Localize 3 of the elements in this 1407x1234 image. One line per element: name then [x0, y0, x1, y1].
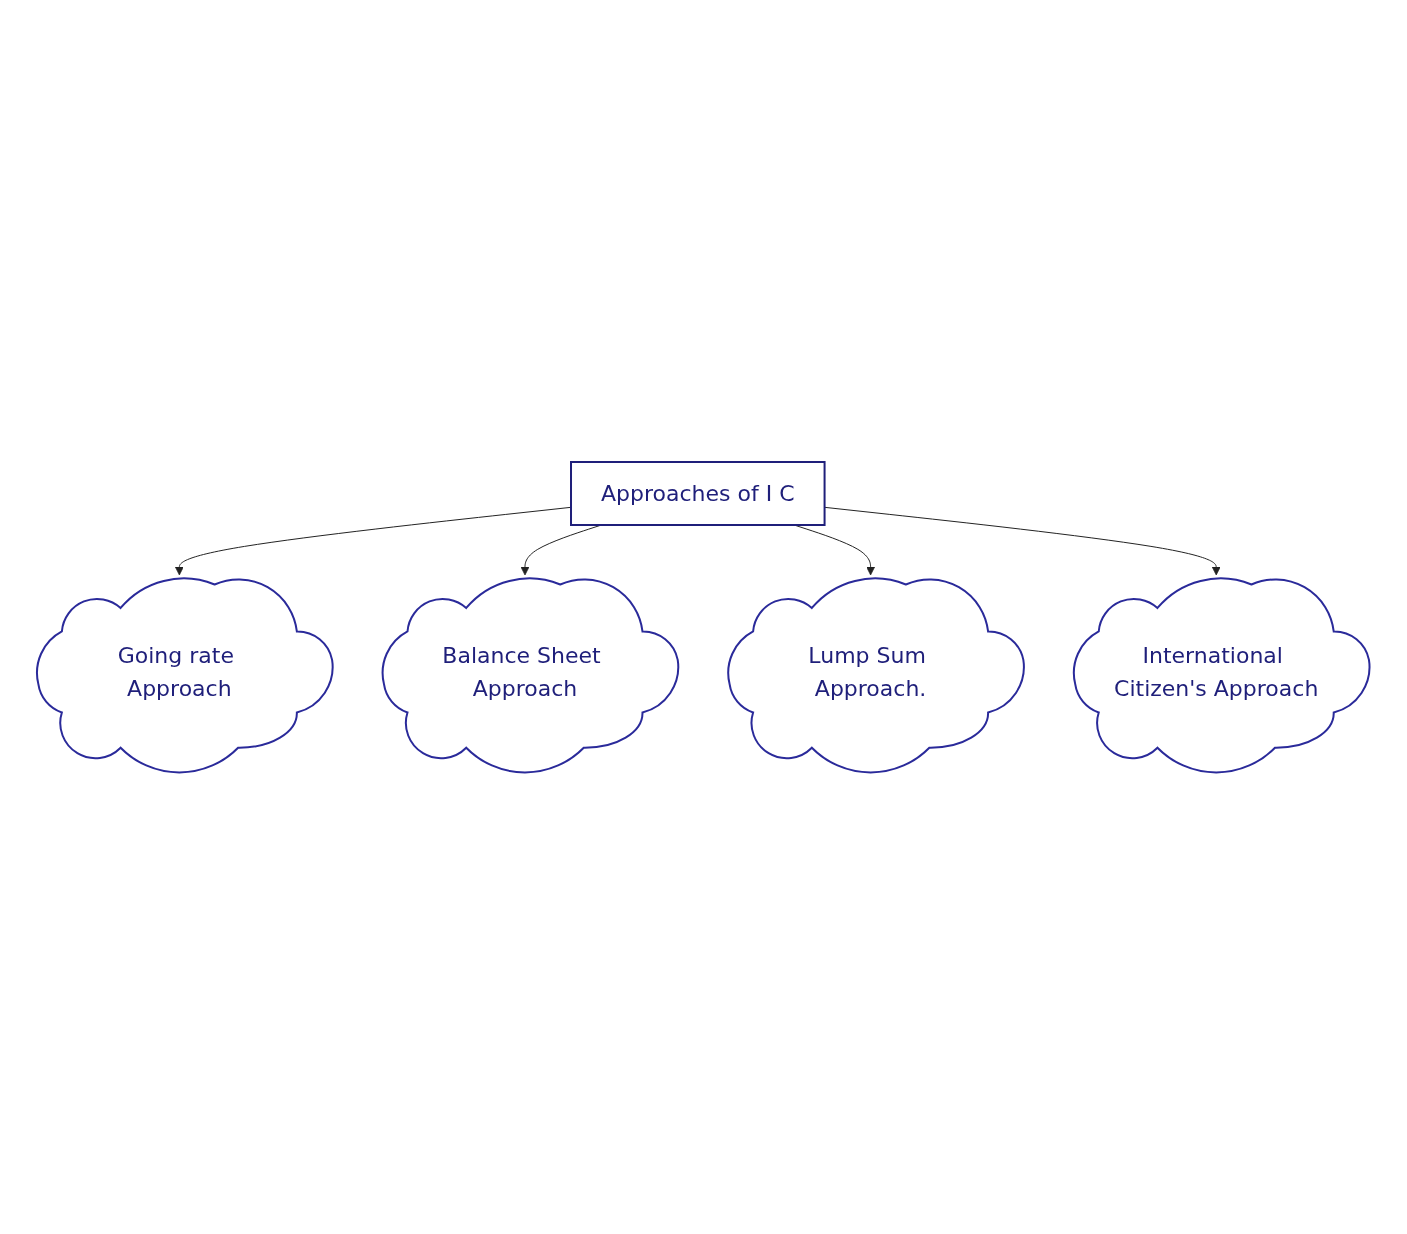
arrow [824, 506, 1221, 576]
node-box: Approaches of I C [570, 460, 826, 526]
arrow [175, 506, 572, 576]
